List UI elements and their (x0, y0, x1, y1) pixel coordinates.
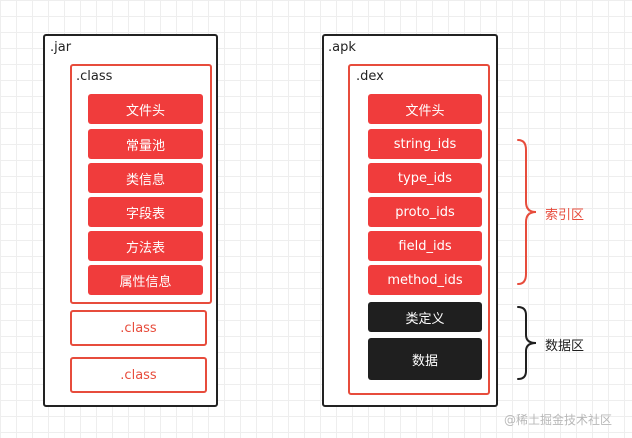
index-area-brace (517, 139, 537, 285)
index-area-label: 索引区 (545, 208, 585, 223)
dex-item-method-ids: method_ids (368, 265, 482, 295)
dex-item-field-ids: field_ids (368, 231, 482, 261)
jar-item-method-table: 方法表 (88, 231, 203, 261)
dex-item-type-ids: type_ids (368, 163, 482, 193)
jar-item-constant-pool: 常量池 (88, 129, 203, 159)
dex-title: .dex (356, 69, 384, 84)
jar-title: .jar (50, 40, 72, 55)
dex-item-string-ids: string_ids (368, 129, 482, 159)
data-area-label: 数据区 (545, 339, 585, 354)
watermark: @稀土掘金技术社区 (504, 413, 613, 427)
dex-item-class-defs: 类定义 (368, 302, 482, 332)
dex-item-file-header: 文件头 (368, 94, 482, 124)
data-area-brace (517, 306, 537, 380)
extra-class-box: .class (70, 357, 207, 393)
dex-item-proto-ids: proto_ids (368, 197, 482, 227)
dex-item-data: 数据 (368, 338, 482, 380)
jar-item-class-info: 类信息 (88, 163, 203, 193)
extra-class-box: .class (70, 310, 207, 346)
jar-item-file-header: 文件头 (88, 94, 203, 124)
class-title: .class (76, 69, 113, 84)
apk-title: .apk (328, 40, 356, 55)
jar-item-attribute-info: 属性信息 (88, 265, 203, 295)
jar-item-field-table: 字段表 (88, 197, 203, 227)
